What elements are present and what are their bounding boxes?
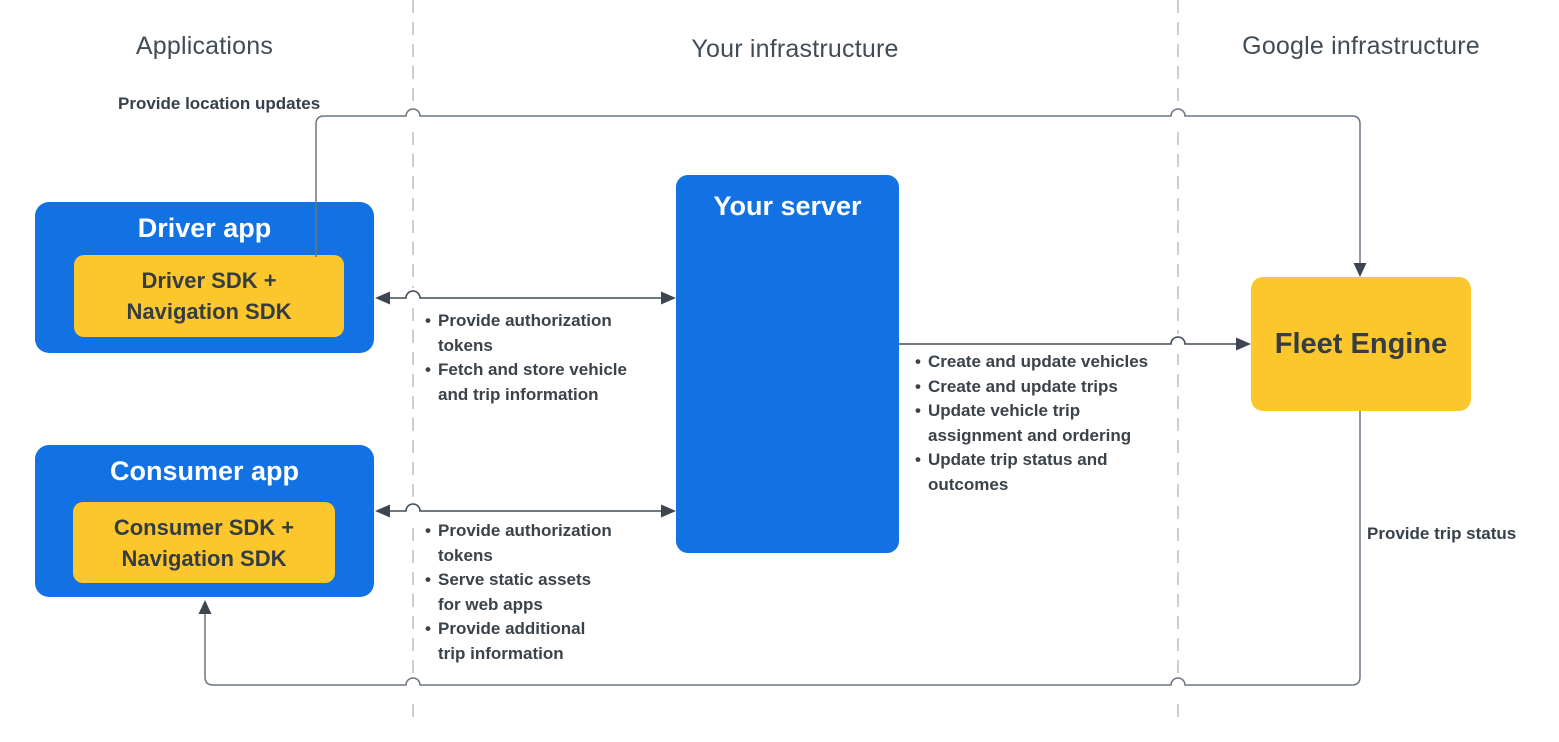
edge-consumer-server: [375, 503, 676, 518]
list-item: • Serve static assets for web apps: [425, 568, 665, 617]
bullet-icon: •: [915, 352, 921, 371]
bullet-icon: •: [915, 450, 921, 469]
bullet-icon: •: [915, 376, 921, 396]
consumer-server-edge-list: • Provide authorization tokens • Serve s…: [425, 519, 665, 666]
bullet-icon: •: [425, 521, 431, 540]
list-item: • Provide additional trip information: [425, 617, 665, 666]
driver-sdk-node: Driver SDK + Navigation SDK: [74, 255, 344, 337]
arrowhead-into-consumer-app: [198, 600, 212, 614]
edge-driver-server: [375, 290, 676, 305]
list-item-text: Update trip status and outcomes: [928, 450, 1108, 494]
list-item-text: Provide authorization tokens: [438, 311, 612, 355]
arrowhead-into-driver-app: [375, 291, 390, 305]
list-item-text: Fetch and store vehicle and trip informa…: [438, 360, 627, 404]
driver-server-edge-list: • Provide authorization tokens • Fetch a…: [425, 309, 665, 407]
driver-app-title: Driver app: [137, 213, 272, 243]
bullet-icon: •: [915, 401, 921, 420]
list-item-text: Create and update trips: [928, 376, 1118, 396]
bullet-icon: •: [425, 311, 431, 330]
your-server-node: Your server: [676, 175, 899, 553]
bullet-icon: •: [425, 570, 431, 589]
list-item-text: Update vehicle trip assignment and order…: [928, 401, 1132, 445]
bullet-icon: •: [425, 360, 431, 379]
list-item-text: Provide authorization tokens: [438, 521, 612, 565]
list-item: • Update trip status and outcomes: [915, 448, 1175, 497]
arrowhead-into-fleet-engine: [1353, 263, 1367, 277]
label-provide-location-updates: Provide location updates: [118, 94, 321, 113]
list-item-text: Create and update vehicles: [928, 352, 1149, 371]
your-server-title: Your server: [713, 191, 862, 221]
column-header-applications: Applications: [135, 32, 274, 60]
consumer-sdk-node: Consumer SDK + Navigation SDK: [73, 502, 335, 583]
list-item: • Create and update vehicles: [915, 350, 1175, 375]
consumer-sdk-label: Consumer SDK + Navigation SDK: [113, 514, 295, 571]
list-item: • Update vehicle trip assignment and ord…: [915, 399, 1175, 448]
list-item: • Provide authorization tokens: [425, 519, 665, 568]
driver-sdk-label: Driver SDK + Navigation SDK: [126, 268, 292, 324]
consumer-app-title: Consumer app: [109, 456, 300, 486]
list-item-text: Provide additional trip information: [438, 619, 586, 663]
list-item-text: Serve static assets for web apps: [438, 570, 592, 614]
consumer-app-node: Consumer app Consumer SDK + Navigation S…: [35, 445, 374, 597]
column-header-your-infrastructure: Your infrastructure: [691, 35, 899, 63]
fleet-engine-title: Fleet Engine: [1274, 327, 1448, 360]
arrowhead-into-fleet-engine-side: [1236, 337, 1251, 351]
list-item: • Fetch and store vehicle and trip infor…: [425, 358, 665, 407]
server-fleet-edge-list: • Create and update vehicles • Create an…: [915, 350, 1175, 497]
edge-server-fleet: [899, 336, 1251, 351]
column-header-google-infrastructure: Google infrastructure: [1242, 32, 1480, 60]
bullet-icon: •: [425, 619, 431, 638]
list-item: • Create and update trips: [915, 375, 1175, 400]
arrowhead-into-your-server-bottom: [661, 504, 676, 518]
driver-app-node: Driver app Driver SDK + Navigation SDK: [35, 202, 374, 353]
arrowhead-into-consumer-app-side: [375, 504, 390, 518]
fleet-engine-node: Fleet Engine: [1251, 277, 1471, 411]
arrowhead-into-your-server-top: [661, 291, 676, 305]
list-item: • Provide authorization tokens: [425, 309, 665, 358]
label-provide-trip-status: Provide trip status: [1367, 524, 1517, 543]
